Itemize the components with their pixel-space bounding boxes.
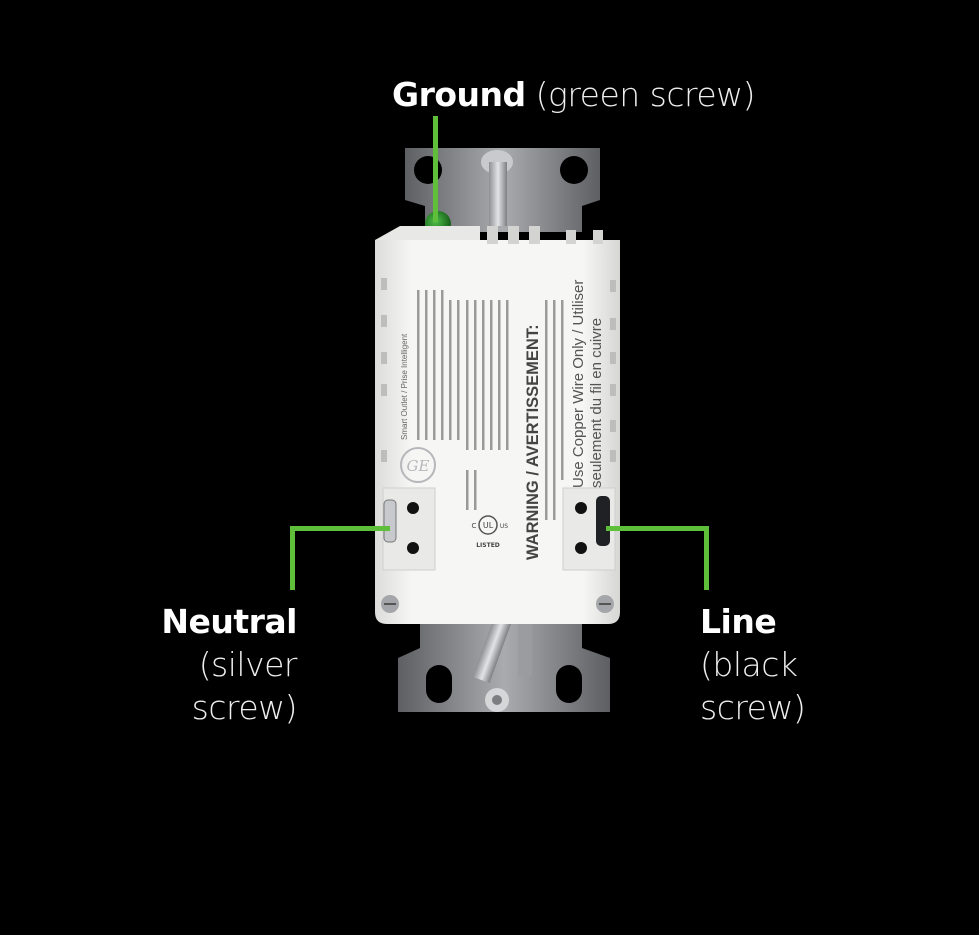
line-label-detail-2: screw) [700,688,806,727]
ul-mark-text: UL [483,521,494,530]
bottom-mounting-strap [398,605,610,712]
line-label-detail-1: (black [700,645,798,684]
neutral-label-detail-2: screw) [191,688,298,727]
ul-us-text: US [500,523,508,530]
neutral-label-detail-1: (silver [198,645,298,684]
neutral-leader-vertical [290,526,295,590]
brand-text: GE [407,457,430,475]
neutral-screw-icon [383,499,397,543]
fine-print-lines [417,290,564,520]
copper-wire-line1-text: Use Copper Wire Only / Utiliser [570,280,587,488]
neutral-label-name: Neutral [161,602,297,641]
top-mounting-bolt-icon [481,150,513,226]
neutral-label: Neutral (silver screw) [161,600,297,729]
ground-leader-line [433,116,438,222]
line-screw-icon [596,496,610,546]
ground-label: Ground (green screw) [392,73,756,116]
ul-listed-text: LISTED [476,542,500,549]
ground-label-name: Ground [392,75,526,114]
ul-listed-icon: UL C US LISTED [472,515,508,549]
warning-heading-text: WARNING / AVERTISSEMENT: [524,324,542,560]
ul-c-text: C [472,522,477,530]
bottom-mounting-bolt-icon [472,611,532,683]
line-label: Line (black screw) [700,600,806,729]
outlet-housing [375,226,620,624]
line-label-name: Line [700,602,777,641]
line-leader-horizontal [606,526,709,531]
copper-wire-line2-text: seulement du fil en cuivre [588,318,605,488]
ground-label-detail: (green screw) [535,75,756,114]
neutral-leader-horizontal [290,526,390,531]
ge-monogram-icon: GE [400,447,436,483]
product-line-text: Smart Outlet / Prise Intelligent [400,333,409,440]
line-leader-vertical [704,526,709,590]
